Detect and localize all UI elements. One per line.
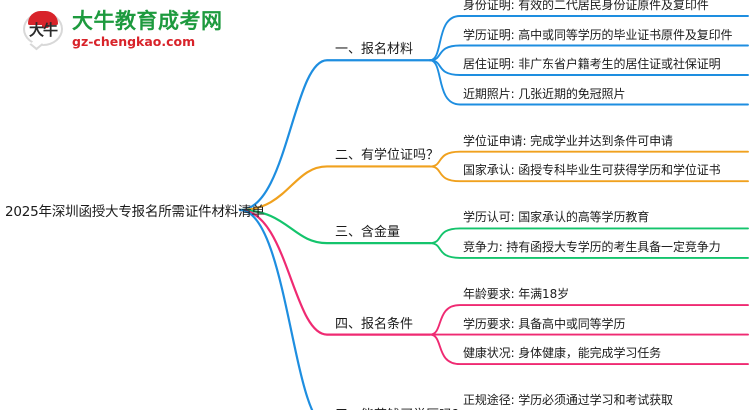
mindmap-root-node[interactable]: 2025年深圳函授大专报名所需证件材料清单 (5, 204, 265, 220)
bull-logo-icon: 大牛 (22, 10, 64, 50)
mindmap-leaf-node[interactable]: 竞争力: 持有函授大专学历的考生具备一定竞争力 (463, 239, 721, 254)
mindmap-leaf-node[interactable]: 正规途径: 学历必须通过学习和考试获取 (463, 393, 673, 408)
mindmap-leaf-node[interactable]: 学历要求: 具备高中或同等学历 (463, 316, 626, 331)
site-logo: 大牛 大牛教育成考网 gz-chengkao.com (22, 8, 237, 52)
mindmap-leaf-node[interactable]: 近期照片: 几张近期的免冠照片 (463, 86, 626, 101)
mindmap-leaf-node[interactable]: 年龄要求: 年满18岁 (463, 287, 570, 302)
mindmap-leaf-node[interactable]: 居住证明: 非广东省户籍考生的居住证或社保证明 (463, 57, 721, 71)
mindmap-leaf-node[interactable]: 学历证明: 高中或同等学历的毕业证书原件及复印件 (463, 27, 733, 42)
mindmap-leaf-node[interactable]: 健康状况: 身体健康，能完成学习任务 (463, 346, 662, 361)
mindmap-leaf-node[interactable]: 身份证明: 有效的二代居民身份证原件及复印件 (463, 0, 709, 12)
mindmap-leaf-node[interactable]: 学历认可: 国家承认的高等学历教育 (463, 210, 650, 225)
mindmap-leaf-node[interactable]: 学位证申请: 完成学业并达到条件可申请 (463, 133, 673, 148)
mindmap-branch-node[interactable]: 五、能花钱买学历吗？ (335, 404, 465, 410)
logo-mark-char: 大牛 (28, 21, 58, 39)
mindmap-leaf-node[interactable]: 国家承认: 函授专科毕业生可获得学历和学位证书 (463, 163, 721, 178)
mindmap-branch-node[interactable]: 二、有学位证吗？ (335, 148, 440, 164)
mindmap-branch-node[interactable]: 一、报名材料 (335, 42, 414, 58)
mindmap-branch-node[interactable]: 四、报名条件 (335, 316, 414, 332)
logo-title: 大牛教育成考网 (72, 9, 223, 34)
logo-subtitle: gz-chengkao.com (72, 34, 196, 50)
mindmap-branch-node[interactable]: 三、含金量 (335, 225, 401, 241)
